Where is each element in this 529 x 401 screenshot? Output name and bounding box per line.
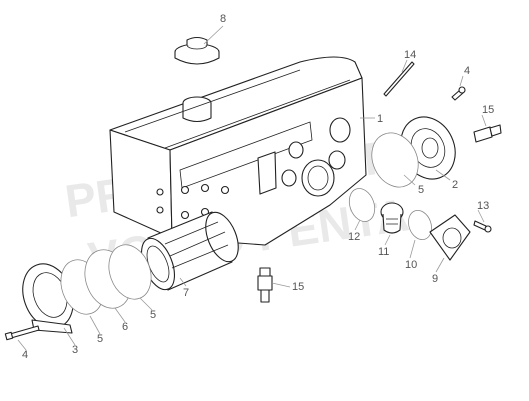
callout-5-a: 5 xyxy=(150,309,156,321)
callout-11: 11 xyxy=(378,246,389,258)
callout-2: 2 xyxy=(452,179,458,191)
callout-4-left: 4 xyxy=(22,349,28,361)
callout-7: 7 xyxy=(183,287,189,299)
bolt-right xyxy=(451,86,466,101)
heat-exchanger-body xyxy=(109,56,367,246)
right-seal xyxy=(371,132,419,188)
callout-3: 3 xyxy=(72,344,78,356)
callout-15-top: 15 xyxy=(482,104,494,116)
callout-5-b: 5 xyxy=(97,333,103,345)
callout-6: 6 xyxy=(122,321,128,333)
callout-9: 9 xyxy=(432,273,438,285)
thermostat xyxy=(380,202,404,234)
left-seals xyxy=(60,244,152,315)
callout-4-right: 4 xyxy=(464,65,470,77)
callout-5-right: 5 xyxy=(418,184,424,196)
thermostat-seal xyxy=(408,210,432,240)
callout-1: 1 xyxy=(377,113,383,125)
callout-14: 14 xyxy=(404,49,416,61)
thermostat-housing xyxy=(429,214,471,261)
o-ring xyxy=(348,188,376,222)
leader-lines xyxy=(17,25,487,351)
callout-10: 10 xyxy=(405,259,417,271)
long-stud xyxy=(383,61,415,97)
callout-15-bottom: 15 xyxy=(292,281,304,293)
sensor-bottom xyxy=(257,267,273,303)
callout-8: 8 xyxy=(220,13,226,25)
sensor-top xyxy=(473,124,502,143)
callout-13: 13 xyxy=(477,200,489,212)
callouts: 8 14 4 15 1 2 5 13 12 11 10 9 15 7 5 6 5… xyxy=(22,13,494,361)
callout-12: 12 xyxy=(348,231,360,243)
screw-right xyxy=(473,220,492,233)
filler-cap xyxy=(174,36,220,65)
cooler-insert xyxy=(140,211,239,291)
bolt-left xyxy=(4,325,40,341)
